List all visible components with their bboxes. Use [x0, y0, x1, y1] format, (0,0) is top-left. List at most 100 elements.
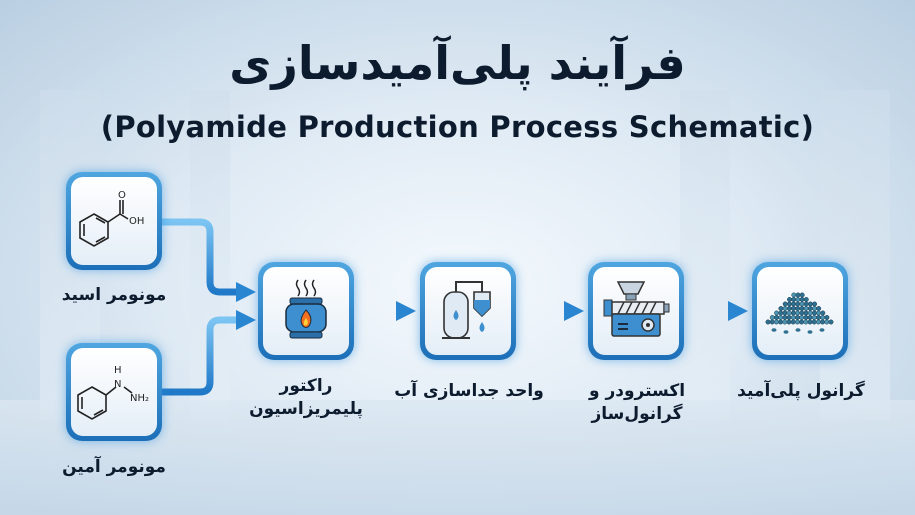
label-acid-monomer: مونومر اسید [61, 285, 167, 305]
pellet [803, 315, 809, 320]
pellet [803, 319, 809, 325]
node-acid-monomer: O OH [66, 172, 162, 270]
pellet [824, 315, 830, 320]
pellet [815, 319, 821, 325]
pellet [778, 306, 784, 311]
pellet [799, 315, 805, 320]
label-extruder-granulator: اکسترودر و گرانول‌ساز [557, 380, 717, 426]
pellet [811, 310, 817, 316]
pellet [794, 319, 800, 325]
label-amine-monomer: مونومر آمین [62, 457, 166, 477]
pellet [786, 306, 792, 311]
svg-text:N: N [114, 379, 121, 390]
pellet [774, 315, 779, 320]
pellet [795, 310, 801, 316]
benzoic-acid-structure-icon: O OH [79, 190, 144, 247]
pellet [795, 328, 801, 332]
pellet [786, 319, 792, 325]
label-polymerization-reactor: راکتور پلیمریزاسیون [226, 375, 386, 421]
pellet [773, 319, 779, 325]
pellet [791, 306, 796, 311]
pellet [782, 306, 788, 311]
pellet [795, 292, 801, 298]
pellet [807, 315, 813, 320]
arrow-amine-to-reactor [162, 316, 238, 396]
pellet [782, 315, 788, 320]
pellet [791, 292, 797, 298]
pellet [786, 315, 792, 320]
pellet [828, 319, 834, 325]
pellet [765, 319, 771, 325]
pellet [811, 319, 817, 325]
pellet [824, 319, 830, 325]
pellet [795, 306, 801, 311]
pellet [795, 297, 801, 302]
pellet [795, 315, 800, 320]
pellet [782, 301, 788, 307]
pellet [820, 310, 826, 316]
svg-text:O: O [118, 190, 126, 201]
pellet [799, 297, 805, 302]
pellet [803, 310, 809, 316]
pellet [799, 310, 805, 316]
pellet [771, 328, 777, 332]
pellet [791, 301, 797, 307]
pellet [799, 301, 805, 307]
pellet [807, 306, 813, 311]
background-column [820, 90, 890, 420]
phenylhydrazine-structure-icon: H N NH₂ [77, 365, 149, 420]
pellet [819, 328, 825, 332]
pellet [778, 319, 784, 325]
reactor-flame-icon [285, 279, 327, 339]
pellet [803, 297, 809, 302]
label-line: گرانول‌ساز [591, 404, 683, 424]
background-column [680, 90, 730, 420]
extruder-icon [603, 281, 670, 337]
pellet [786, 301, 792, 307]
label-water-separation: واحد جداسازی آب [394, 381, 544, 401]
pellet [807, 319, 813, 325]
pellet [799, 292, 805, 298]
pellet [769, 319, 775, 325]
pellet [811, 315, 817, 320]
svg-text:H: H [114, 365, 122, 376]
pellet [799, 319, 805, 325]
pellet [816, 315, 821, 320]
pellet [778, 315, 784, 320]
pellet [820, 319, 826, 325]
label-polyamide-granules: گرانول پلی‌آمید [737, 381, 865, 401]
node-water-separation [420, 262, 516, 360]
svg-text:NH₂: NH₂ [130, 393, 149, 404]
pellet-pile-icon [765, 292, 834, 334]
pellet [790, 315, 796, 320]
pellet [816, 306, 822, 311]
pellet [816, 310, 822, 316]
node-polymerization-reactor [258, 262, 354, 360]
pellet [807, 310, 813, 316]
pellet [782, 319, 788, 325]
pellet [790, 319, 796, 325]
pellet [807, 330, 813, 334]
node-amine-monomer: H N NH₂ [66, 343, 162, 441]
pellet [812, 306, 817, 311]
pellet [787, 297, 792, 302]
pellet [769, 315, 775, 320]
pellet [791, 297, 797, 302]
pellet [783, 330, 789, 334]
pellet [803, 306, 809, 311]
pellet [803, 301, 809, 307]
pellet [782, 310, 788, 316]
node-polyamide-granules [752, 262, 848, 360]
label-line: پلیمریزاسیون [249, 399, 363, 419]
pellet [790, 310, 796, 316]
pellet [786, 310, 792, 316]
svg-text:OH: OH [129, 216, 144, 227]
page-title: فرآیند پلی‌آمیدسازی [229, 36, 686, 90]
pellet [807, 301, 813, 307]
node-extruder-granulator [588, 262, 684, 360]
page-subtitle: (Polyamide Production Process Schematic) [100, 110, 815, 144]
pellet [778, 310, 784, 316]
label-line: اکسترودر و [588, 381, 686, 401]
pellet [820, 315, 826, 320]
